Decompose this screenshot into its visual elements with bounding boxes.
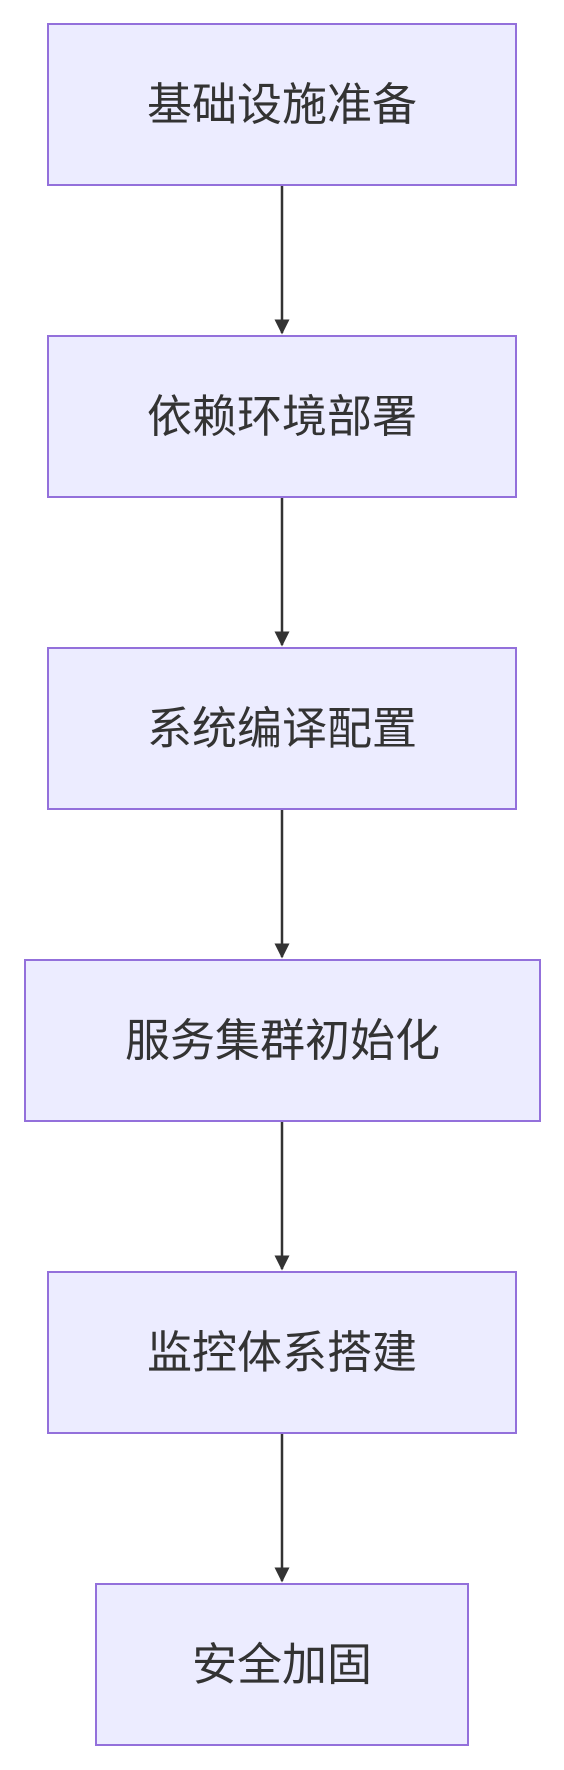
node-dependency-deploy: 依赖环境部署 (47, 335, 517, 498)
node-system-compile-config: 系统编译配置 (47, 647, 517, 810)
node-label: 监控体系搭建 (146, 1326, 417, 1379)
node-monitoring-setup: 监控体系搭建 (47, 1271, 517, 1434)
node-label: 基础设施准备 (146, 78, 417, 131)
node-infrastructure-prep: 基础设施准备 (47, 23, 517, 186)
node-security-hardening: 安全加固 (95, 1583, 469, 1746)
node-label: 安全加固 (191, 1638, 372, 1691)
node-service-cluster-init: 服务集群初始化 (24, 959, 541, 1122)
node-label: 服务集群初始化 (124, 1014, 440, 1067)
node-label: 依赖环境部署 (146, 390, 417, 443)
node-label: 系统编译配置 (146, 702, 417, 755)
